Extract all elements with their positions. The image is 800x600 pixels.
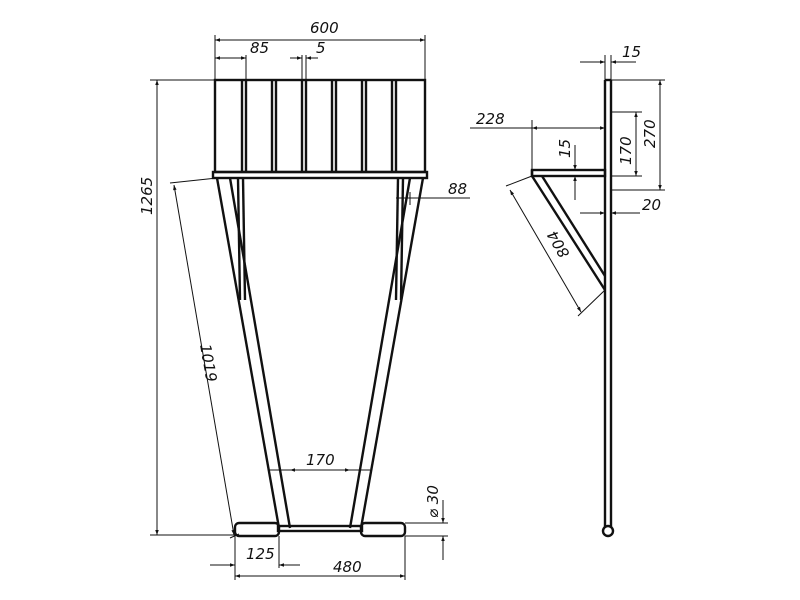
top-crossbar	[211, 170, 429, 180]
dim-leg-length: 1019	[169, 177, 240, 539]
dim-side-depth: 228	[470, 110, 605, 170]
dim-foot-diameter: ⌀ 30	[405, 485, 448, 560]
front-view: 600 85 5 1265 88	[138, 19, 470, 580]
dim-label-15-plate: 15	[556, 139, 574, 158]
frame-legs	[215, 177, 425, 529]
dim-label-270: 270	[641, 119, 659, 148]
dim-label-5: 5	[316, 39, 326, 57]
dim-side-height-outer: 270	[611, 79, 665, 191]
dim-label-20: 20	[642, 196, 661, 214]
dim-overall-height: 1265	[138, 79, 235, 536]
side-brace	[530, 170, 607, 291]
dim-label-170: 170	[306, 451, 335, 469]
dim-slat-gap: 5	[290, 39, 326, 80]
dim-inner-base-width: 170	[268, 451, 370, 472]
foot-right	[359, 521, 407, 538]
dim-label-125: 125	[246, 545, 275, 563]
bottom-bar	[276, 524, 364, 533]
top-slats	[213, 78, 427, 174]
dim-label-228: 228	[476, 110, 505, 128]
dim-slat-pitch: 85	[215, 39, 269, 80]
side-foot	[601, 524, 615, 538]
dim-side-offset: 20	[580, 186, 661, 218]
dim-side-top-thickness: 15	[580, 43, 641, 80]
dim-label-1019: 1019	[196, 343, 220, 384]
dim-label-15-top: 15	[622, 43, 641, 61]
dim-side-plate-thickness: 15	[556, 139, 580, 200]
dim-label-85: 85	[250, 39, 269, 57]
dim-label-88: 88	[448, 180, 467, 198]
dim-label-170-side: 170	[617, 136, 635, 165]
side-view: 15 228 15 170 270	[470, 43, 665, 538]
dim-label-1265: 1265	[138, 177, 156, 215]
dim-leg-brace-offset: 88	[396, 180, 470, 205]
dim-label-phi30: ⌀ 30	[424, 485, 442, 518]
dim-front-overall-width: 600	[214, 19, 426, 80]
dim-label-480: 480	[333, 558, 362, 576]
dim-foot-length: 125	[210, 536, 300, 580]
dim-label-600: 600	[310, 19, 339, 37]
side-top-plate	[530, 168, 607, 178]
dim-side-height-inner: 170	[611, 111, 642, 177]
foot-left	[233, 521, 281, 538]
dim-base-width: 480	[235, 536, 406, 580]
